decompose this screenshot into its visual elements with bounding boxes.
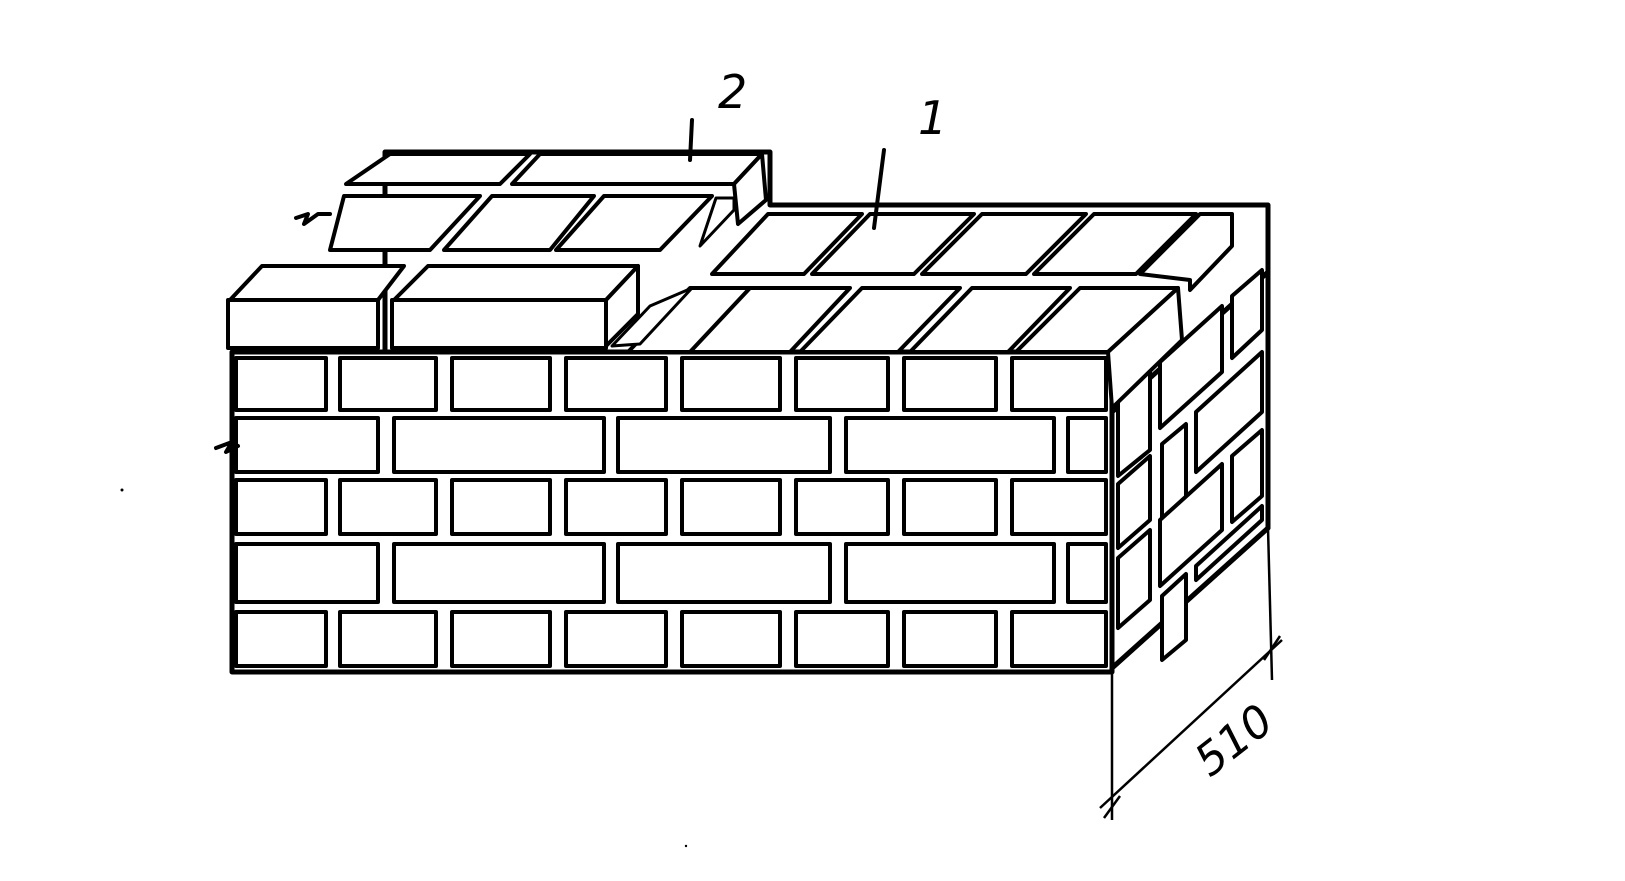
header-brick-front bbox=[688, 286, 852, 354]
break-mark-upper bbox=[294, 212, 332, 226]
upper-row2-brick bbox=[328, 194, 482, 252]
upper-row3-top bbox=[392, 264, 640, 302]
front-brick bbox=[616, 542, 832, 604]
front-brick bbox=[794, 610, 890, 668]
header-brick-front bbox=[798, 286, 962, 354]
header-brick-front bbox=[908, 286, 1072, 354]
leader-line-2 bbox=[688, 118, 694, 162]
header-brick-back bbox=[1032, 212, 1198, 276]
front-brick bbox=[844, 542, 1056, 604]
side-brick bbox=[1160, 572, 1188, 662]
side-brick bbox=[1116, 528, 1152, 630]
front-brick bbox=[338, 356, 438, 412]
dim-line bbox=[1099, 639, 1283, 809]
front-brick bbox=[1010, 478, 1108, 536]
front-brick bbox=[392, 542, 606, 604]
front-brick bbox=[234, 542, 380, 604]
header-fill bbox=[610, 286, 694, 348]
front-brick bbox=[1010, 610, 1108, 668]
front-brick bbox=[450, 610, 552, 668]
upper-top-brick bbox=[344, 152, 532, 186]
side-brick bbox=[1230, 268, 1264, 360]
front-brick bbox=[234, 416, 380, 474]
front-brick bbox=[794, 478, 890, 536]
front-brick bbox=[338, 610, 438, 668]
front-brick bbox=[564, 610, 668, 668]
front-brick bbox=[338, 478, 438, 536]
side-brick bbox=[1158, 462, 1224, 588]
upper-end-brick bbox=[732, 152, 768, 226]
header-brick-back bbox=[710, 212, 864, 276]
front-brick bbox=[844, 416, 1056, 474]
callout-label-1: 1 bbox=[918, 91, 947, 145]
front-brick bbox=[234, 356, 328, 412]
upper-row3-brick bbox=[390, 298, 608, 350]
upper-row3-top bbox=[228, 264, 406, 302]
callout-label-2: 2 bbox=[718, 65, 747, 119]
front-brick bbox=[392, 416, 606, 474]
front-brick bbox=[680, 478, 782, 536]
front-brick bbox=[450, 478, 552, 536]
dim-tick-left bbox=[1102, 795, 1122, 819]
front-brick bbox=[1066, 416, 1108, 474]
front-brick bbox=[680, 356, 782, 412]
header-brick-back bbox=[920, 212, 1088, 276]
upper-row2-brick bbox=[554, 194, 714, 252]
break-mark-lower bbox=[214, 440, 240, 454]
scan-dot bbox=[120, 488, 124, 492]
side-brick bbox=[1116, 454, 1152, 550]
side-brick bbox=[1230, 428, 1264, 524]
dimension-lines bbox=[1099, 527, 1283, 820]
front-brick bbox=[902, 478, 998, 536]
front-brick bbox=[902, 356, 998, 412]
upper-row2-brick bbox=[442, 194, 596, 252]
header-brick-back bbox=[1138, 212, 1234, 292]
front-brick bbox=[450, 356, 552, 412]
upper-row2-edge bbox=[698, 196, 736, 248]
front-brick bbox=[564, 478, 668, 536]
front-brick bbox=[234, 478, 328, 536]
scan-dot bbox=[684, 844, 688, 848]
front-brick bbox=[1066, 542, 1108, 604]
front-brick bbox=[902, 610, 998, 668]
front-brick bbox=[1010, 356, 1108, 412]
side-brick bbox=[1158, 304, 1224, 430]
header-brick-back bbox=[810, 212, 976, 276]
dimension-label: 510 bbox=[1185, 695, 1283, 787]
side-brick bbox=[1194, 504, 1264, 582]
front-brick bbox=[564, 356, 668, 412]
header-brick-end bbox=[1106, 286, 1184, 410]
upper-row3-brick bbox=[226, 298, 380, 350]
dim-extension-right bbox=[1266, 527, 1274, 681]
upper-row3-side bbox=[604, 264, 640, 348]
leader-line-1 bbox=[872, 148, 886, 230]
front-brick bbox=[234, 610, 328, 668]
front-brick bbox=[680, 610, 782, 668]
wall-geometry bbox=[120, 118, 1271, 848]
upper-top-brick bbox=[510, 152, 764, 186]
dim-tick-right bbox=[1262, 635, 1282, 661]
front-brick bbox=[794, 356, 890, 412]
front-brick bbox=[616, 416, 832, 474]
side-brick bbox=[1194, 350, 1264, 474]
